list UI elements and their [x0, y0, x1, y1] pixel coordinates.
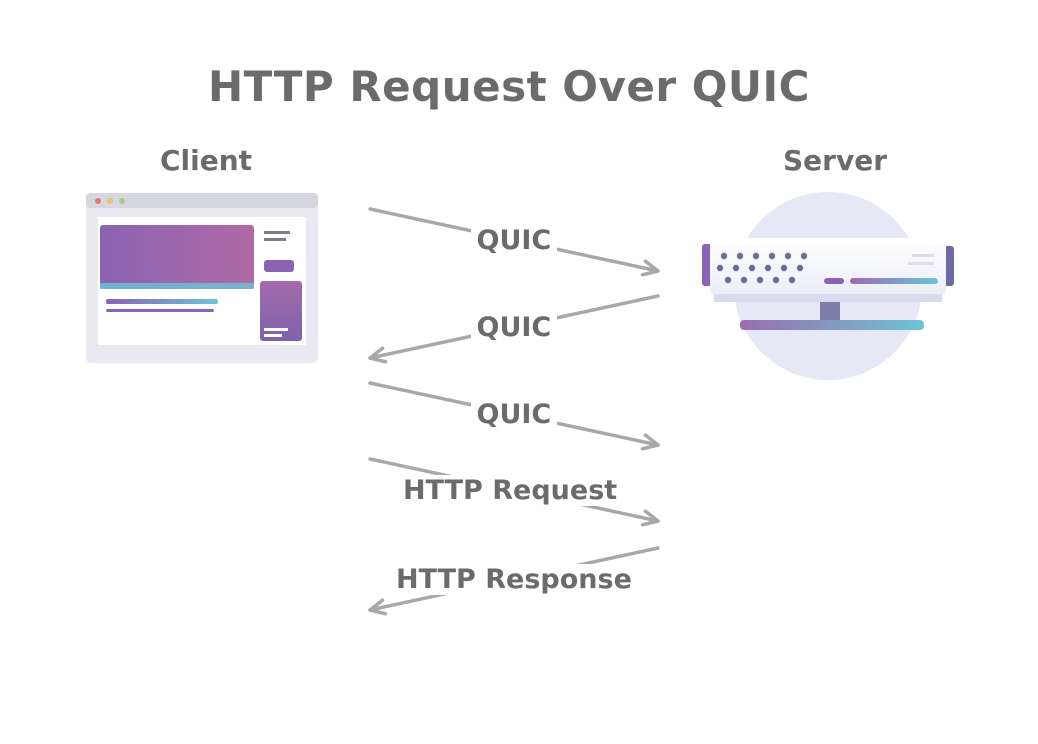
browser-window-icon [86, 193, 318, 363]
message-label-1: QUIC [470, 224, 558, 256]
message-label-2: QUIC [470, 311, 558, 343]
server-rack-icon [702, 192, 954, 380]
message-label-4: HTTP Request [397, 474, 624, 506]
message-label-3: QUIC [470, 398, 558, 430]
message-arrowhead-3 [640, 433, 660, 451]
window-maximize-dot [119, 198, 125, 204]
message-arrowhead-4 [640, 509, 660, 527]
server-label: Server [783, 144, 888, 177]
client-label: Client [160, 144, 253, 177]
window-close-dot [95, 198, 101, 204]
window-minimize-dot [107, 198, 113, 204]
diagram-title: HTTP Request Over QUIC [208, 62, 810, 111]
message-arrowhead-5 [368, 598, 388, 616]
message-arrowhead-2 [368, 346, 388, 364]
message-label-5: HTTP Response [390, 563, 638, 595]
message-arrowhead-1 [640, 259, 660, 277]
